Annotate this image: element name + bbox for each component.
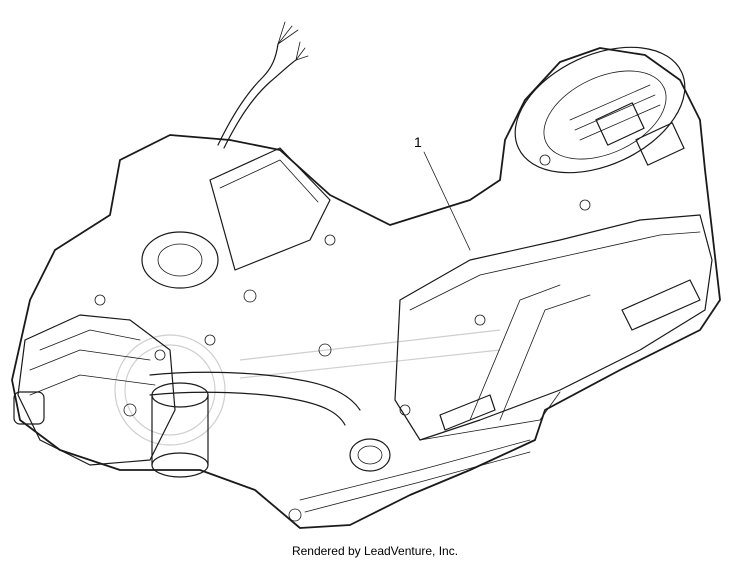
callout-leader-line — [423, 151, 471, 251]
wiring-harness — [217, 21, 309, 149]
footer-credit: Rendered by LeadVenture, Inc. — [291, 544, 459, 558]
watermark-logo — [114, 329, 501, 446]
callout-number: 1 — [414, 134, 422, 150]
engine-body — [11, 46, 721, 529]
